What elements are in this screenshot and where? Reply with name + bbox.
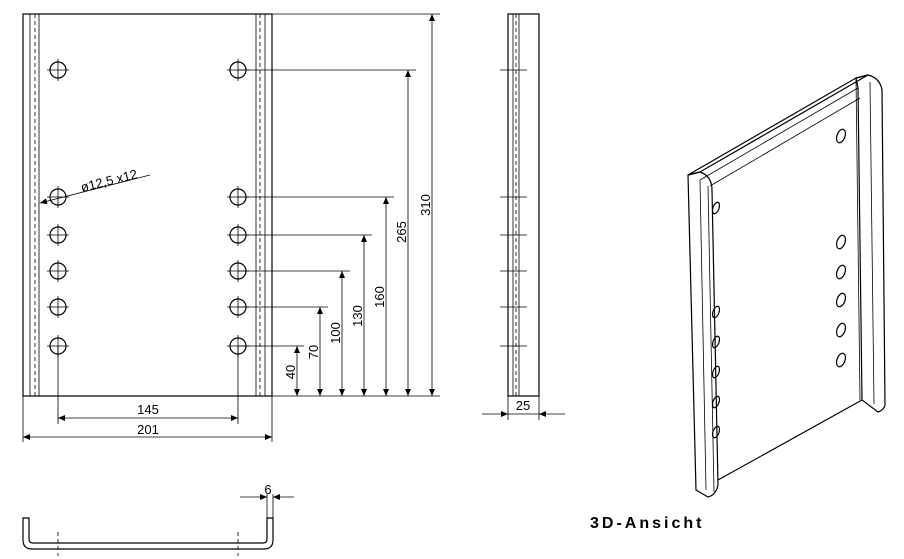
side-view: 25 <box>482 13 565 420</box>
hole-3d-flange <box>711 365 721 379</box>
dim-width-201: 201 <box>137 422 159 437</box>
hole-3d-flange <box>711 335 721 349</box>
hole <box>47 296 69 318</box>
hole-3d <box>835 352 847 368</box>
dim-height-70: 70 <box>306 345 321 359</box>
hole-3d <box>835 292 847 308</box>
front-plate-outline <box>22 13 273 397</box>
dim-height-160: 160 <box>372 286 387 308</box>
hole <box>47 59 69 81</box>
hole-3d-flange <box>711 305 721 319</box>
front-dimensions: 310 265 160 130 100 70 40 145 201 ø12,5 … <box>22 13 440 442</box>
top-profile-outline <box>22 517 274 550</box>
view-3d-title: 3D-Ansicht <box>590 515 704 532</box>
hole-3d-flange <box>711 395 721 409</box>
hole-3d <box>835 322 847 338</box>
dim-height-310: 310 <box>418 194 433 216</box>
dim-thickness-6: 6 <box>264 482 271 497</box>
hole <box>47 186 69 208</box>
hole <box>47 224 69 246</box>
hole-3d <box>835 234 847 250</box>
side-profile-outline <box>507 13 540 397</box>
hole-3d-flange <box>711 425 721 439</box>
isometric-view: 3D-Ansicht <box>590 74 886 532</box>
dim-width-145: 145 <box>137 402 159 417</box>
hole-3d-flange <box>711 201 721 215</box>
dim-height-265: 265 <box>394 221 409 243</box>
dim-height-130: 130 <box>350 305 365 327</box>
hole-callout: ø12,5 x12 <box>79 166 139 195</box>
mounting-holes <box>47 59 249 357</box>
dim-height-40: 40 <box>283 365 298 379</box>
hole-3d <box>835 264 847 280</box>
dim-depth-25: 25 <box>516 398 530 413</box>
hole-3d <box>835 128 847 144</box>
top-view: 6 <box>22 482 294 556</box>
front-view <box>22 13 273 397</box>
hole <box>47 260 69 282</box>
dim-height-100: 100 <box>328 322 343 344</box>
